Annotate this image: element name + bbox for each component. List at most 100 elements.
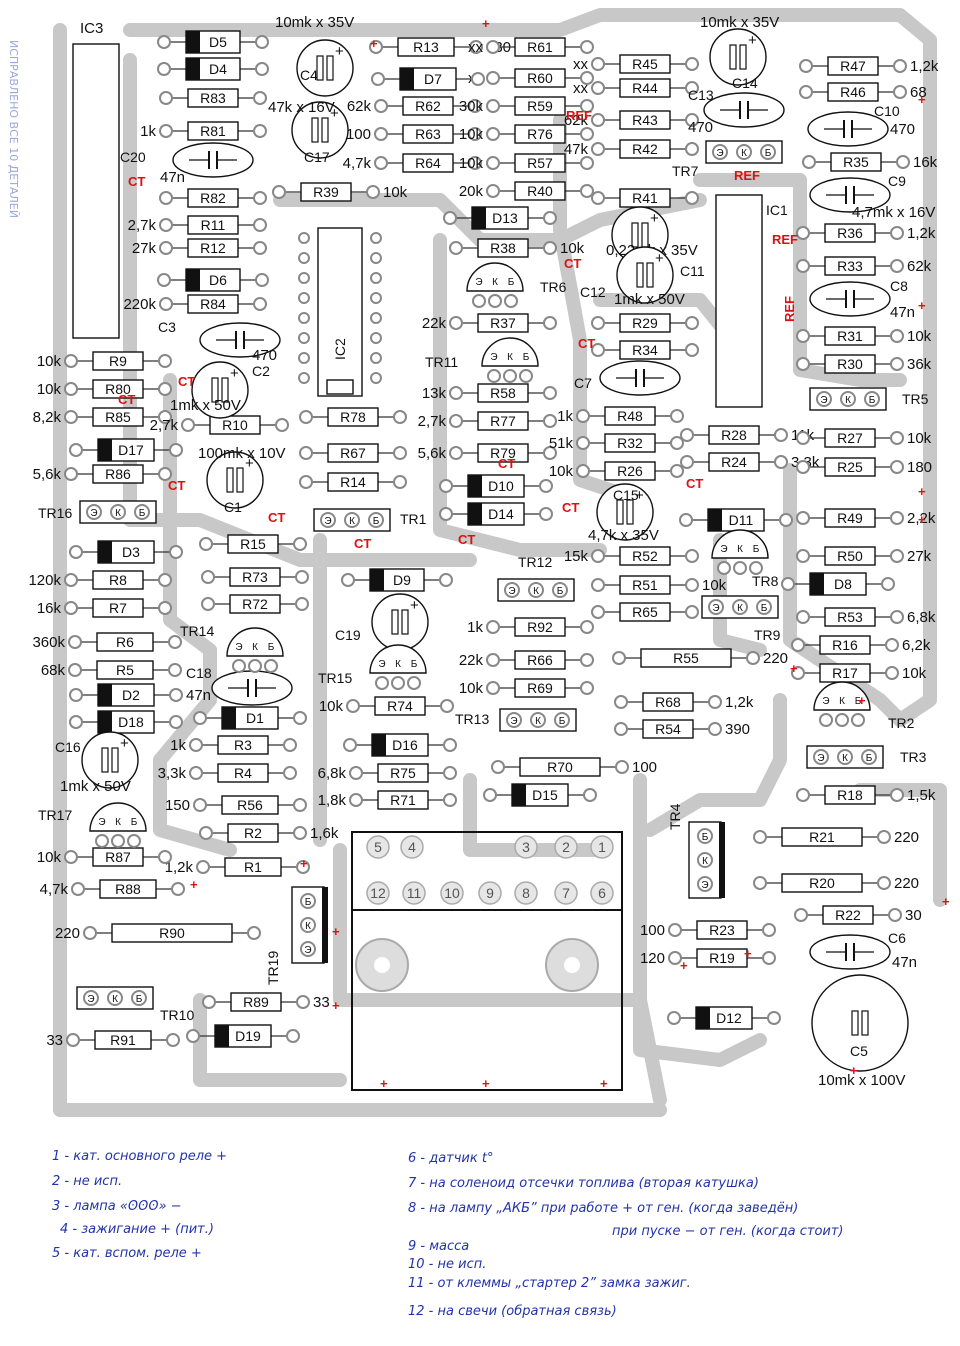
solder-pad bbox=[300, 893, 316, 909]
resistor-body bbox=[824, 223, 876, 243]
solder-pad bbox=[393, 475, 407, 489]
ic2-pin-pad bbox=[298, 332, 310, 344]
solder-pad bbox=[449, 414, 463, 428]
solder-pad bbox=[708, 695, 722, 709]
solder-pad bbox=[580, 40, 594, 54]
pin-note: 12 - на свечи (обратная связь) bbox=[408, 1304, 617, 1319]
capacitor-polarity: + bbox=[410, 597, 419, 614]
diode-d10: D10 bbox=[439, 474, 553, 498]
capacitor-polarity: + bbox=[330, 105, 339, 122]
solder-pad bbox=[486, 127, 500, 141]
transistor-body bbox=[369, 644, 427, 674]
resistor-body bbox=[708, 425, 760, 445]
diode-d9: D9 bbox=[341, 568, 453, 592]
solder-pad bbox=[111, 834, 125, 848]
transistor-pin-label: Б bbox=[557, 586, 564, 597]
resistor-ref: R66 bbox=[527, 652, 553, 668]
capacitor-body bbox=[809, 177, 891, 213]
capacitor-plate bbox=[236, 467, 244, 493]
capacitor-ref: C19 bbox=[335, 627, 361, 643]
capacitor-body bbox=[211, 670, 293, 706]
transistor-pin-label: К bbox=[737, 603, 743, 614]
resistor-value: 3,3k bbox=[158, 765, 187, 782]
solder-pad bbox=[181, 418, 195, 432]
solder-pad bbox=[680, 455, 694, 469]
solder-pad bbox=[443, 211, 457, 225]
plus-marker: + bbox=[918, 298, 926, 313]
connector-pin-pad bbox=[514, 835, 538, 859]
transistor-pin-label: Б bbox=[559, 716, 566, 727]
resistor-body bbox=[402, 153, 454, 173]
transistor-pin-label: Б bbox=[761, 603, 768, 614]
capacitor-ref: C11 bbox=[680, 263, 705, 279]
solder-pad bbox=[127, 834, 141, 848]
diode-d8: D8 bbox=[781, 572, 895, 596]
diode-cathode-band bbox=[370, 569, 384, 591]
transistor-body bbox=[89, 802, 147, 832]
solder-pad bbox=[762, 951, 776, 965]
capacitor-polarity: + bbox=[748, 32, 757, 49]
resistor-body bbox=[402, 124, 454, 144]
resistor-value: 16k bbox=[913, 154, 938, 171]
resistor-body bbox=[224, 857, 282, 877]
resistor-body bbox=[217, 763, 269, 783]
capacitor-ref: C5 bbox=[850, 1043, 868, 1059]
solder-pad bbox=[736, 144, 752, 160]
solder-pad bbox=[157, 273, 171, 287]
connector-pin-number: 5 bbox=[374, 839, 382, 855]
solder-pad bbox=[890, 460, 904, 474]
solder-pad bbox=[283, 766, 297, 780]
transistor-pin-label: Э bbox=[701, 880, 708, 891]
solder-pad bbox=[796, 226, 810, 240]
plus-marker: + bbox=[942, 894, 950, 909]
solder-pad bbox=[685, 81, 699, 95]
solder-pad bbox=[796, 549, 810, 563]
solder-pad bbox=[749, 561, 763, 575]
connector-pin-pad bbox=[366, 881, 390, 905]
capacitor-ref: C9 bbox=[888, 173, 906, 189]
plus-marker: + bbox=[300, 856, 308, 871]
solder-pad bbox=[368, 512, 384, 528]
solder-pad bbox=[486, 156, 500, 170]
capacitor-ref: C20 bbox=[120, 149, 146, 165]
pin-note: 9 - масса bbox=[408, 1239, 469, 1254]
resistor-value: 62k bbox=[564, 112, 589, 129]
solder-pad bbox=[64, 410, 78, 424]
capacitor-ref: C4 bbox=[300, 67, 318, 83]
resistor-body bbox=[696, 948, 748, 968]
solder-pad bbox=[679, 513, 693, 527]
resistor-body bbox=[824, 607, 876, 627]
solder-pad bbox=[799, 85, 813, 99]
resistor-value: 10k bbox=[37, 353, 62, 370]
resistor-ref: R57 bbox=[527, 155, 553, 171]
solder-pad bbox=[158, 354, 172, 368]
resistor-ref: R67 bbox=[340, 445, 366, 461]
resistor-ref: R75 bbox=[390, 765, 416, 781]
transistor-pin-label: К bbox=[737, 544, 743, 555]
solder-pad bbox=[341, 573, 355, 587]
solder-pad bbox=[580, 71, 594, 85]
solder-pad bbox=[299, 410, 313, 424]
diode-d2: D2 bbox=[69, 683, 183, 707]
solder-pad bbox=[253, 91, 267, 105]
capacitor-ref: C18 bbox=[186, 665, 212, 681]
transistor-pin-label: Э bbox=[510, 716, 517, 727]
resistor-body bbox=[96, 632, 154, 652]
solder-pad bbox=[158, 601, 172, 615]
capacitor-value: 4,7mk x 16V bbox=[852, 204, 935, 221]
